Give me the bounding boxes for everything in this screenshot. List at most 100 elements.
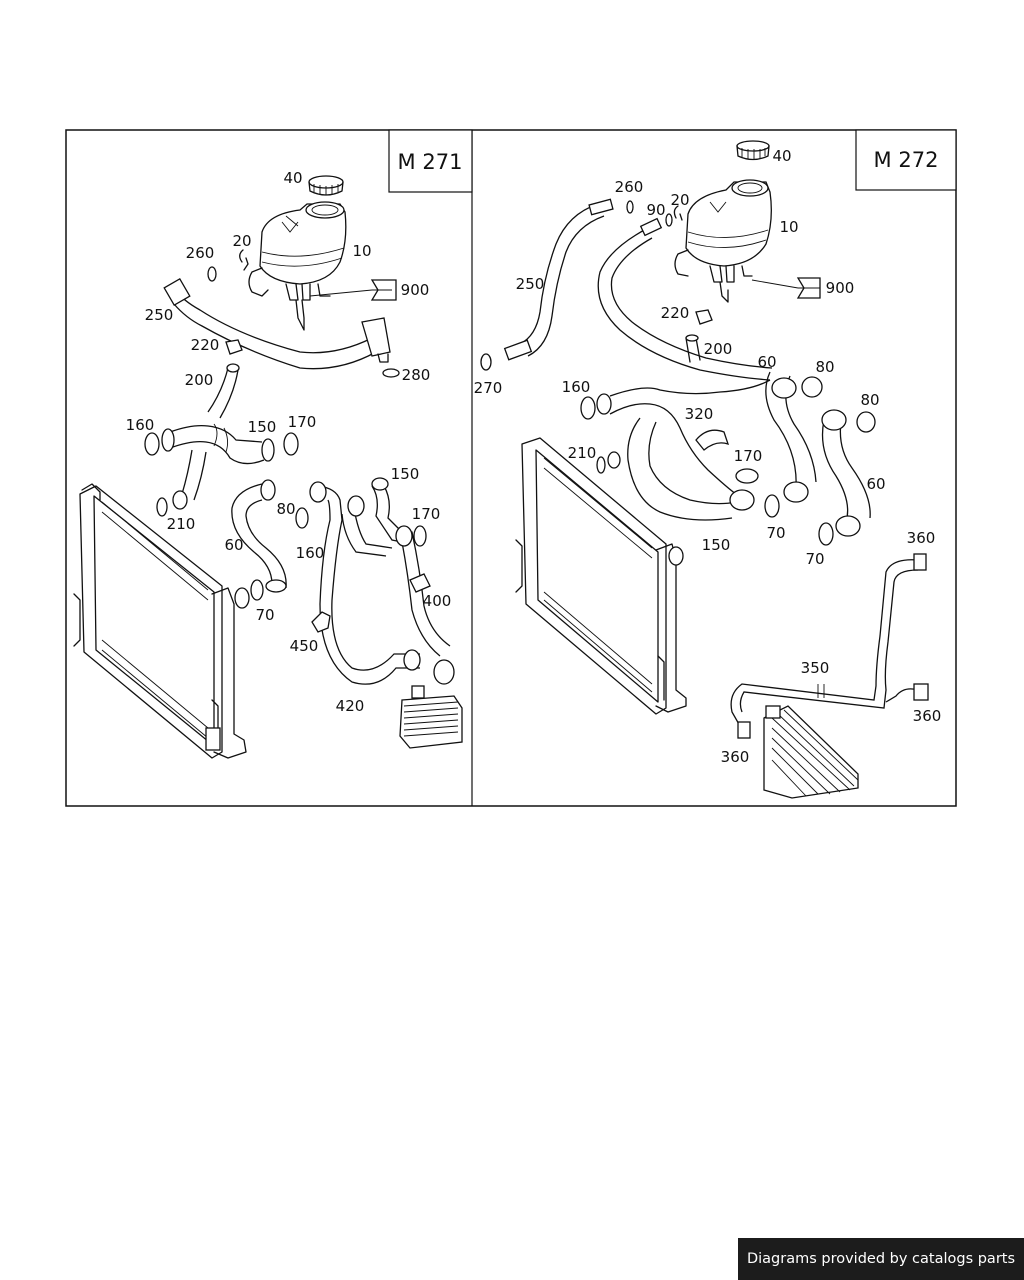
radiator	[515, 437, 687, 715]
o-ring	[283, 432, 299, 456]
callout-number: 900	[401, 281, 430, 299]
callout-number: 400	[423, 592, 452, 610]
m271-parts	[73, 175, 463, 759]
callouts-m271: 40 10 20 260 900 250 220 280 200 160 150 170 210 80 60…	[126, 169, 452, 715]
o-ring	[480, 353, 492, 371]
callout-number: 350	[801, 659, 830, 677]
callout-number: 60	[757, 353, 776, 371]
callout-number: 200	[704, 340, 733, 358]
footer-text: Diagrams provided by catalogs parts	[746, 1251, 1016, 1267]
callout-number: 20	[670, 191, 689, 209]
coolant-hose	[231, 479, 287, 609]
o-ring	[818, 522, 834, 546]
expansion-tank-cap	[308, 175, 344, 196]
o-ring	[856, 411, 876, 433]
o-ring	[665, 213, 673, 227]
callout-number: 160	[296, 544, 325, 562]
callout-number: 450	[290, 637, 319, 655]
callout-number: 170	[412, 505, 441, 523]
o-ring	[413, 525, 427, 547]
o-ring	[250, 579, 264, 601]
bracket	[695, 429, 730, 451]
callout-number: 360	[907, 529, 936, 547]
callout-number: 150	[248, 418, 277, 436]
callout-number: 170	[288, 413, 317, 431]
callout-number: 360	[913, 707, 942, 725]
coolant-hose	[163, 277, 391, 370]
o-ring	[580, 396, 596, 420]
callout-number: 420	[336, 697, 365, 715]
callout-number: 260	[186, 244, 215, 262]
callout-number: 210	[167, 515, 196, 533]
model-box-m271: M 271	[388, 129, 473, 193]
callout-number: 150	[702, 536, 731, 554]
o-ring	[626, 200, 634, 214]
model-label: M 271	[398, 150, 463, 174]
callout-number: 250	[145, 306, 174, 324]
callout-number: 10	[352, 242, 371, 260]
spring-clip	[239, 249, 249, 271]
coolant-hose	[309, 477, 455, 685]
coolant-hose	[597, 217, 773, 381]
hose-clamp	[225, 339, 243, 355]
transmission-cooler	[763, 705, 859, 799]
callout-number: 10	[779, 218, 798, 236]
attribution-footer: Diagrams provided by catalogs parts	[738, 1238, 1024, 1280]
callout-number: 360	[721, 748, 750, 766]
callout-number: 150	[391, 465, 420, 483]
callout-number: 220	[661, 304, 690, 322]
o-ring	[764, 494, 780, 518]
callout-number: 70	[805, 550, 824, 568]
o-ring	[144, 432, 160, 456]
coolant-hose	[821, 409, 871, 537]
coolant-line	[730, 553, 929, 739]
bracket	[311, 611, 331, 633]
callout-number: 200	[185, 371, 214, 389]
coolant-hose	[207, 363, 240, 419]
spring-clip	[673, 205, 683, 221]
o-ring	[596, 456, 606, 474]
callout-number: 220	[191, 336, 220, 354]
oil-cooler	[399, 685, 463, 749]
callout-number: 20	[232, 232, 251, 250]
callout-number: 900	[826, 279, 855, 297]
callout-number: 160	[562, 378, 591, 396]
callout-number: 280	[402, 366, 431, 384]
model-label: M 272	[874, 148, 939, 172]
o-ring	[295, 507, 309, 529]
callout-number: 250	[516, 275, 545, 293]
m272-parts	[480, 140, 929, 799]
diagram-frame	[65, 129, 957, 807]
coolant-hose	[765, 371, 817, 503]
o-ring	[801, 376, 823, 398]
callout-number: 40	[772, 147, 791, 165]
callout-number: 70	[766, 524, 785, 542]
callout-number: 40	[283, 169, 302, 187]
o-ring	[156, 497, 168, 517]
callout-number: 80	[815, 358, 834, 376]
y-hose	[161, 423, 275, 510]
expansion-tank	[248, 201, 347, 331]
callout-number: 60	[224, 536, 243, 554]
callout-number: 60	[866, 475, 885, 493]
expansion-tank-cap	[736, 140, 770, 161]
y-hose	[596, 379, 771, 521]
callout-number: 210	[568, 444, 597, 462]
callout-number: 320	[685, 405, 714, 423]
o-ring	[735, 468, 759, 484]
callout-number: 90	[646, 201, 665, 219]
radiator	[73, 483, 247, 759]
coolant-hose	[503, 198, 614, 361]
expansion-tank	[674, 179, 772, 303]
hose-clamp	[695, 309, 713, 325]
callout-number: 260	[615, 178, 644, 196]
callout-number: 80	[860, 391, 879, 409]
model-box-m272: M 272	[855, 129, 957, 191]
callout-number: 270	[474, 379, 503, 397]
callout-number: 70	[255, 606, 274, 624]
callout-number: 80	[276, 500, 295, 518]
callout-number: 170	[734, 447, 763, 465]
o-ring	[207, 266, 217, 282]
